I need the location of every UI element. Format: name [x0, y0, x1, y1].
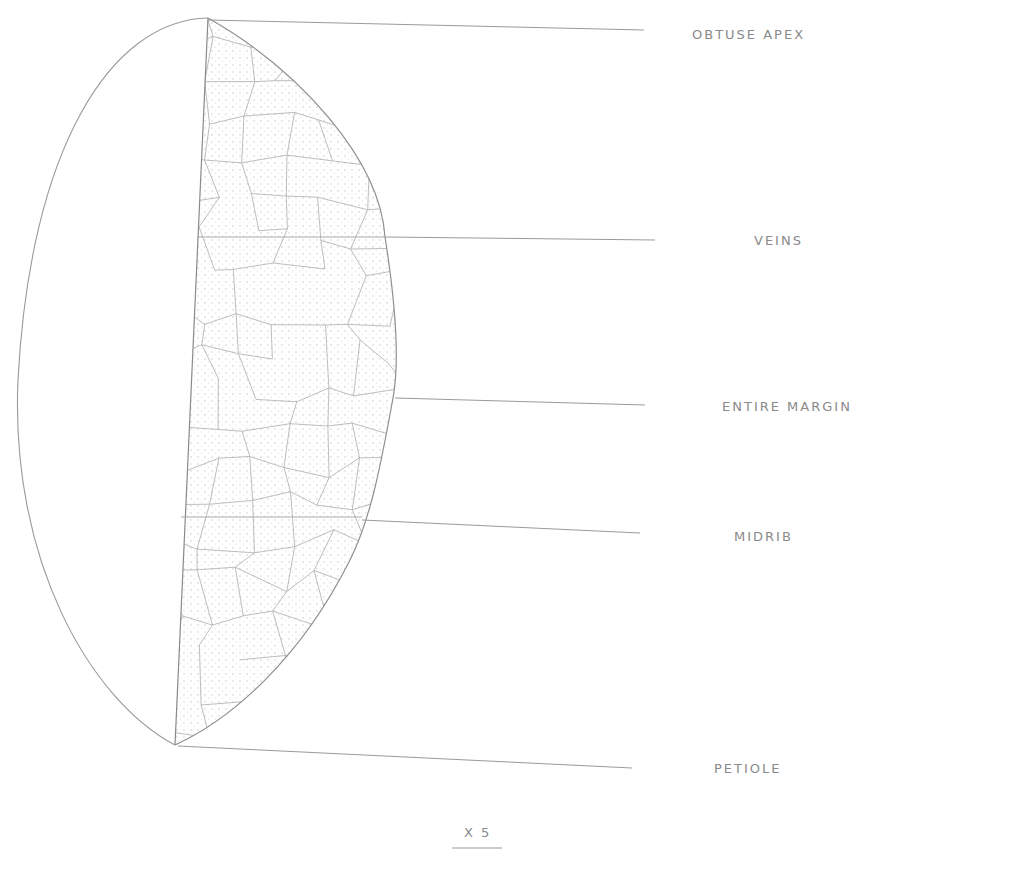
leaf-right-half — [157, 3, 411, 780]
lateral-vein — [181, 517, 362, 518]
leaf-margin — [17, 18, 208, 745]
scale-underline — [452, 847, 502, 848]
part-label: OBTUSE APEX — [690, 27, 807, 42]
part-label: PETIOLE — [712, 761, 784, 776]
vein-network — [157, 3, 411, 780]
leader-line — [208, 20, 644, 30]
leader-line — [395, 398, 645, 405]
leaf-margin — [175, 18, 396, 745]
scale-label: X 5 — [462, 825, 493, 840]
midrib-line — [175, 18, 208, 745]
leader-line — [178, 746, 632, 768]
lateral-vein — [197, 237, 385, 238]
leader-line — [362, 520, 640, 533]
part-label: VEINS — [752, 233, 805, 248]
part-label: ENTIRE MARGIN — [720, 399, 854, 414]
vein-lines — [157, 3, 411, 780]
leader-line — [385, 237, 655, 240]
part-label: MIDRIB — [732, 529, 795, 544]
